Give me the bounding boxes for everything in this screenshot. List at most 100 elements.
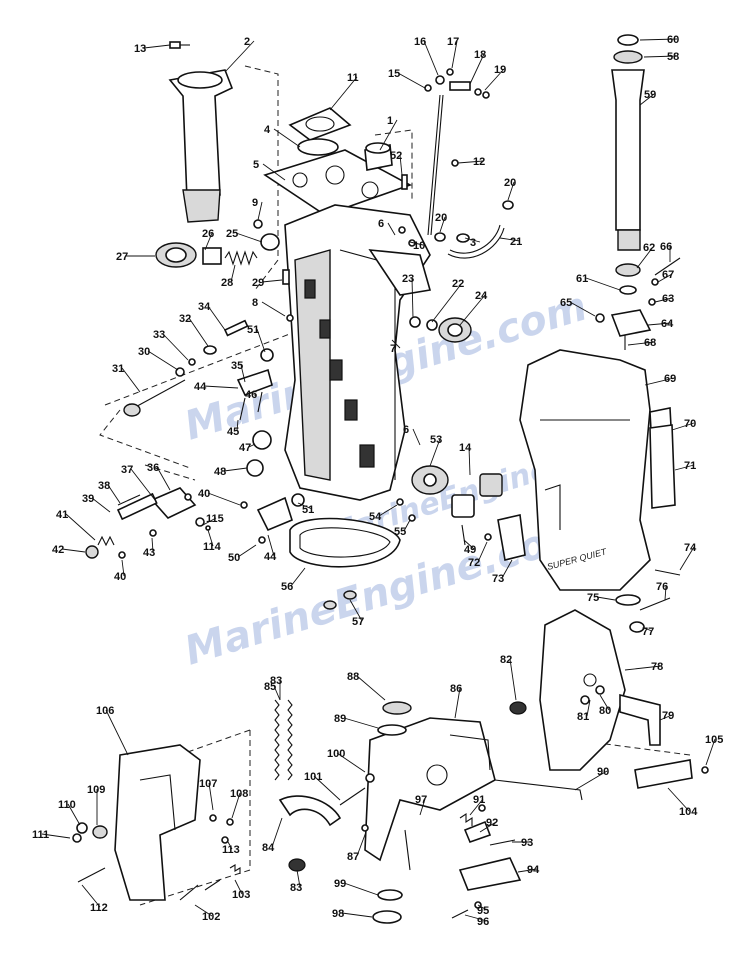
callout-number: 90 bbox=[597, 766, 609, 778]
callout-28: 28 bbox=[221, 264, 236, 289]
callout-leader-line bbox=[273, 128, 301, 148]
callout-number: 111 bbox=[32, 829, 49, 841]
callout-leader-line bbox=[657, 273, 673, 283]
callout-leader-line bbox=[674, 464, 695, 471]
shift-lever-31 bbox=[123, 379, 186, 417]
callout-number: 89 bbox=[334, 713, 346, 725]
callout-number: 108 bbox=[230, 788, 248, 800]
callout-73: 73 bbox=[492, 559, 513, 585]
callout-111: 111 bbox=[32, 829, 71, 841]
callout-101: 101 bbox=[304, 771, 341, 801]
pin-102 bbox=[179, 879, 221, 901]
grommet-51-top bbox=[260, 348, 274, 362]
callout-94: 94 bbox=[517, 864, 540, 876]
callout-number: 19 bbox=[494, 64, 506, 76]
callout-leader-line bbox=[143, 44, 171, 49]
rod-96 bbox=[451, 909, 469, 919]
callout-number: 75 bbox=[587, 592, 599, 604]
plate-73 bbox=[497, 514, 526, 561]
callout-leader-line bbox=[451, 40, 458, 69]
callout-41: 41 bbox=[56, 509, 96, 541]
callout-number: 5 bbox=[253, 159, 259, 171]
callout-6: 6 bbox=[378, 218, 396, 236]
callout-13: 13 bbox=[134, 43, 171, 55]
callout-leader-line bbox=[659, 714, 673, 721]
callout-number: 70 bbox=[684, 418, 696, 430]
clamp-106 bbox=[114, 744, 201, 901]
callout-leader-line bbox=[271, 817, 283, 848]
gasket-11 bbox=[288, 107, 352, 141]
callout-93: 93 bbox=[512, 837, 533, 849]
callout-leader-line bbox=[121, 559, 125, 577]
callout-number: 16 bbox=[414, 36, 426, 48]
bushing-71 bbox=[649, 424, 676, 509]
screws-40-50 bbox=[240, 501, 266, 544]
callout-leader-line bbox=[439, 216, 446, 233]
callout-67: 67 bbox=[657, 269, 674, 283]
callout-23: 23 bbox=[402, 273, 414, 319]
callout-leader-line bbox=[705, 738, 716, 766]
callout-number: 8 bbox=[252, 297, 258, 309]
screw-65 bbox=[595, 313, 605, 323]
callout-leader-line bbox=[356, 831, 367, 857]
callout-leader-line bbox=[499, 237, 521, 242]
callout-54: 54 bbox=[369, 504, 398, 523]
callout-number: 34 bbox=[198, 301, 211, 313]
callout-number: 64 bbox=[661, 318, 674, 330]
spring-28 bbox=[224, 250, 258, 266]
callout-leader-line bbox=[664, 585, 667, 601]
callout-number: 99 bbox=[334, 878, 346, 890]
washer-9 bbox=[253, 219, 263, 229]
callout-64: 64 bbox=[647, 318, 674, 330]
callout-leader-line bbox=[419, 798, 426, 816]
callout-leader-line bbox=[464, 237, 481, 243]
callout-leader-line bbox=[469, 53, 485, 85]
callout-number: 61 bbox=[576, 273, 588, 285]
nut-113 bbox=[72, 833, 82, 843]
callout-number: 105 bbox=[705, 734, 723, 746]
callout-leader-line bbox=[230, 264, 236, 283]
callout-1: 1 bbox=[379, 115, 398, 151]
cover-48 bbox=[246, 459, 264, 477]
callout-number: 20 bbox=[504, 177, 516, 189]
callout-number: 83 bbox=[270, 675, 282, 687]
callout-37: 37 bbox=[121, 464, 156, 501]
callout-leader-line bbox=[574, 770, 608, 791]
callout-number: 109 bbox=[87, 784, 105, 796]
callout-leader-line bbox=[667, 787, 690, 812]
callout-number: 58 bbox=[667, 51, 679, 63]
callout-number: 91 bbox=[473, 794, 485, 806]
callout-number: 81 bbox=[577, 711, 589, 723]
callout-12: 12 bbox=[457, 156, 485, 168]
callout-leader-line bbox=[636, 246, 654, 269]
callout-115: 115 bbox=[202, 513, 224, 526]
callout-50: 50 bbox=[228, 544, 257, 564]
screw-115 bbox=[205, 525, 211, 531]
callout-80: 80 bbox=[599, 694, 611, 717]
callout-3: 3 bbox=[464, 237, 481, 249]
callout-10: 10 bbox=[409, 240, 425, 252]
callout-22: 22 bbox=[431, 278, 464, 323]
callout-number: 10 bbox=[413, 240, 425, 252]
callout-56: 56 bbox=[281, 567, 306, 593]
callout-leader-line bbox=[262, 163, 286, 181]
callout-number: 40 bbox=[198, 488, 210, 500]
callout-leader-line bbox=[654, 297, 673, 303]
callout-number: 68 bbox=[644, 337, 656, 349]
lever-39 bbox=[116, 492, 158, 521]
callout-leader-line bbox=[468, 446, 471, 476]
screw-29 bbox=[282, 269, 290, 285]
callout-number: 57 bbox=[352, 616, 364, 628]
callout-87: 87 bbox=[347, 831, 367, 863]
callout-leader-line bbox=[639, 93, 655, 106]
callout-76: 76 bbox=[656, 581, 668, 601]
callout-number: 63 bbox=[662, 293, 674, 305]
callout-leader-line bbox=[188, 317, 209, 347]
callout-number: 60 bbox=[667, 34, 679, 46]
callout-number: 73 bbox=[492, 573, 504, 585]
callout-number: 103 bbox=[232, 889, 250, 901]
callout-leader-line bbox=[569, 301, 596, 317]
callout-leader-line bbox=[671, 422, 695, 431]
screw-13 bbox=[169, 41, 190, 49]
